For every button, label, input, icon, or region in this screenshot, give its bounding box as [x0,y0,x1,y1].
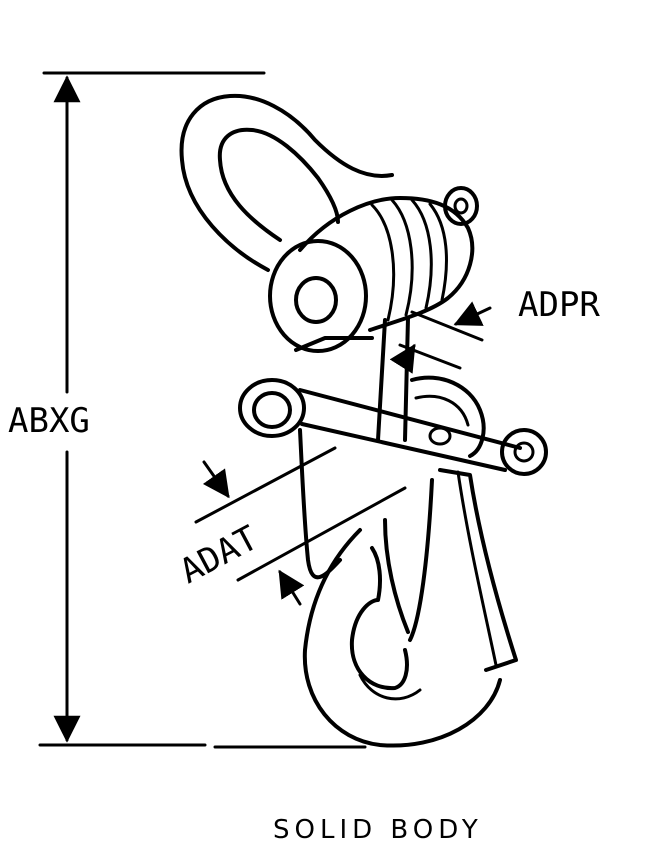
hook-throat-shadow [358,673,422,701]
shackle-lug-hole [453,197,469,215]
adat-arrow-2 [278,569,305,606]
adat-arrow-1 [202,460,230,499]
hook-bowl-outer [302,528,502,748]
shank-left [376,318,387,442]
latch-eye-left [238,378,306,438]
adat-ext-1 [194,446,337,524]
pin-end [294,276,338,324]
adat-label: ADAT [173,518,264,592]
adpr-label: ADPR [518,285,600,325]
hook-body-left [298,428,342,580]
hook-inner-line [408,478,434,642]
hook-body-right [438,468,518,672]
abxg-label: ABXG [8,401,90,441]
shank [294,316,410,442]
shackle-outer [179,93,394,272]
latch-eye-left-inner [252,391,292,429]
safety-latch [238,375,548,476]
adpr-dimension [389,301,492,374]
adpr-arrow-2 [389,343,416,374]
barrel-ring-1 [370,203,396,322]
adpr-ext-1 [410,310,484,342]
barrel-outline [298,196,475,332]
latch-strap [298,388,522,472]
overall-dimension [38,71,367,749]
adpr-arrow-1 [453,301,492,326]
hook-body [298,428,518,748]
pin-boss [268,239,368,353]
swivel-barrel [268,196,475,353]
latch-rivet [428,426,452,446]
hook-body-edge [456,470,498,667]
barrel-ring-2 [390,198,414,317]
hook-tip [383,518,410,634]
shank-right [403,316,410,442]
latch-eye-right [500,428,548,476]
latch-eye-right-hole [513,441,535,463]
adat-ext-2 [236,486,407,582]
barrel-ring-3 [410,198,433,310]
barrel-ring-4 [428,202,448,302]
hook-bowl-inner [349,546,409,691]
adat-dimension [194,446,407,606]
caption-text: SOLID BODY [273,815,483,845]
latch-spring [410,375,486,458]
shackle-inner [217,127,340,242]
shackle [179,93,479,272]
latch-spring-inner [414,394,470,427]
shank-shoulder [294,336,374,352]
